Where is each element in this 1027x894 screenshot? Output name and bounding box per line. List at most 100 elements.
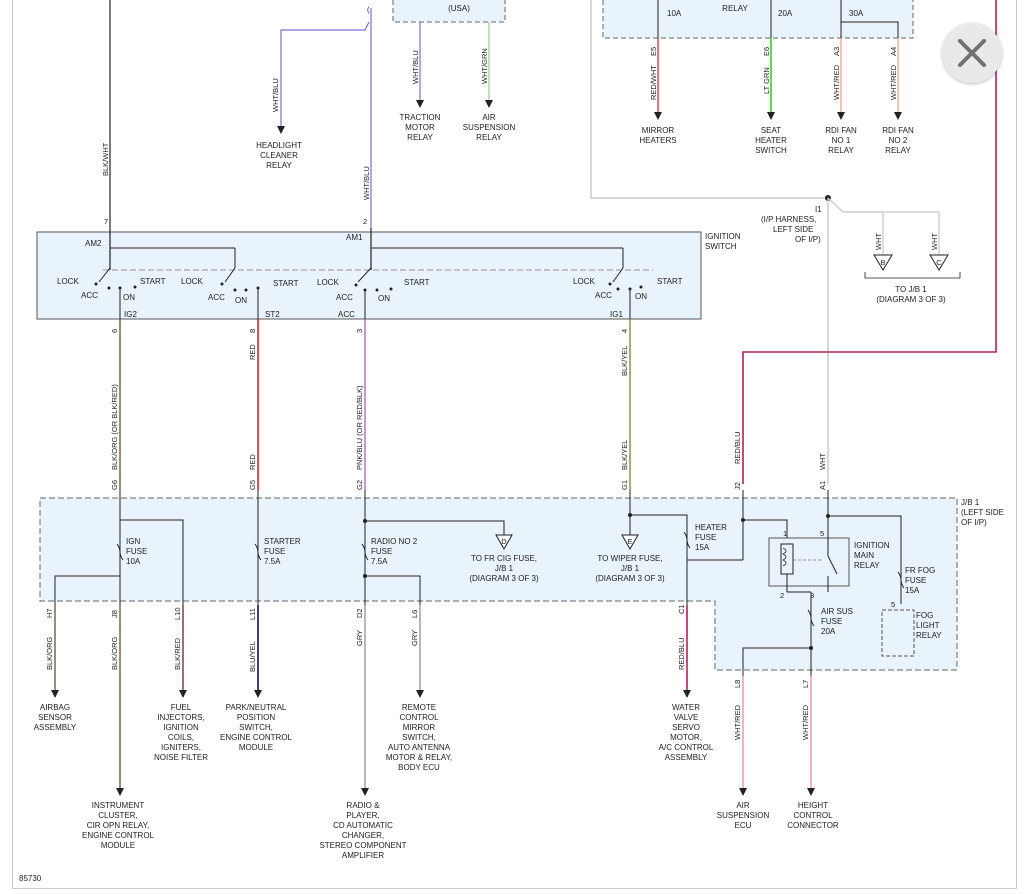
wire-label-seat: LT GRN	[762, 67, 771, 94]
radio-fuse-2: FUSE	[371, 547, 392, 556]
wire-label-red-2: RED	[248, 454, 257, 470]
load-headlight-1: HEADLIGHT	[256, 141, 302, 150]
diagram-page: (USA) RELAY 10A 20A 30A BLK/WHT 7 ( WHT/…	[12, 0, 1017, 889]
wire-label-red-1: RED	[248, 344, 257, 360]
wire-red-blu-j2	[742, 0, 997, 484]
out-l11-5: MODULE	[239, 743, 273, 752]
out-l6-3: MIRROR	[403, 723, 436, 732]
out-j8-2: CLUSTER,	[98, 811, 138, 820]
out-c1-1: WATER	[672, 703, 700, 712]
fuse-30a-label: 30A	[849, 9, 864, 18]
pin-l10: L10	[173, 607, 182, 620]
load-rdi2-3: RELAY	[885, 146, 911, 155]
load-traction-1: TRACTION	[400, 113, 441, 122]
air-sus-fuse-amps: 20A	[821, 627, 836, 636]
out-l7-3: CONNECTOR	[787, 821, 839, 830]
relay-ign-3: RELAY	[854, 561, 880, 570]
wire-label-mirror: RED/WHT	[649, 65, 658, 100]
arrow-rdi-1	[837, 112, 845, 120]
junction-block-box	[39, 497, 958, 671]
fog-fuse-1: FR FOG	[905, 566, 935, 575]
ref-d-2: J/B 1	[495, 564, 514, 573]
connector-e-label: E	[627, 537, 632, 546]
out-l8-1: AIR	[736, 801, 750, 810]
fuse-10a-label: 10A	[667, 9, 682, 18]
wire-label-l10: BLK/RED	[173, 637, 182, 670]
splice-to-2: (DIAGRAM 3 OF 3)	[876, 295, 946, 304]
ref-d-1: TO FR CIG FUSE,	[471, 554, 537, 563]
fog-fuse-2: FUSE	[905, 576, 926, 585]
out-d2-5: STEREO COMPONENT	[319, 841, 406, 850]
starter-fuse-1: STARTER	[264, 537, 301, 546]
fog-light-relay	[881, 609, 915, 657]
sw3-on: ON	[378, 294, 390, 303]
relay-pin-3: 3	[810, 591, 814, 600]
out-l7-2: CONTROL	[793, 811, 833, 820]
diagram-id: 85730	[19, 874, 42, 883]
starter-fuse-symbol	[254, 543, 262, 561]
load-traction-2: MOTOR	[405, 123, 435, 132]
pin-4: 4	[620, 329, 629, 333]
wiring-diagram: (USA) RELAY 10A 20A 30A BLK/WHT 7 ( WHT/…	[19, 0, 1004, 883]
out-d2-2: PLAYER,	[346, 811, 379, 820]
connector-e	[621, 534, 639, 551]
close-button[interactable]	[942, 23, 1002, 83]
fog-relay-1: FOG	[916, 611, 933, 620]
connector-d-label: D	[501, 537, 507, 546]
out-l8-2: SUSPENSION	[717, 811, 770, 820]
connector-c-label: C	[936, 258, 942, 267]
pin-g5: G5	[248, 480, 257, 490]
pin-g1: G1	[620, 480, 629, 490]
arrow-traction	[416, 100, 424, 108]
starter-fuse-2: FUSE	[264, 547, 285, 556]
out-l6-5: AUTO ANTENNA	[388, 743, 451, 752]
sw3-lock: LOCK	[317, 278, 339, 287]
heater-fuse-1: HEATER	[695, 523, 727, 532]
connector-d	[495, 534, 513, 551]
wire-label-air-susp-relay: WHT/GRN	[480, 48, 489, 84]
fog-fuse-symbol	[897, 571, 905, 589]
pin-e5: E5	[649, 47, 658, 56]
heater-fuse-symbol	[683, 531, 691, 549]
out-l7-1: HEIGHT	[798, 801, 828, 810]
fog-relay-pin: 5	[891, 600, 895, 609]
sw4-on: ON	[635, 292, 647, 301]
sw1-lock: LOCK	[57, 277, 79, 286]
wire-label-h7: BLK/ORG	[45, 636, 54, 670]
arrow-rdi-2	[894, 112, 902, 120]
out-c1-3: SERVO	[672, 723, 700, 732]
pin-l6: L6	[410, 610, 419, 618]
load-seat-2: HEATER	[755, 136, 787, 145]
load-headlight-2: CLEANER	[260, 151, 298, 160]
pin-g6: G6	[110, 480, 119, 490]
relay-label: RELAY	[722, 4, 748, 13]
out-l11-1: PARK/NEUTRAL	[226, 703, 287, 712]
out-j8-3: CIR OPN RELAY,	[87, 821, 149, 830]
wire-wht-to-c	[843, 211, 940, 255]
wire-label-c1: RED/BLU	[677, 637, 686, 670]
out-c1-5: A/C CONTROL	[659, 743, 714, 752]
fog-relay-2: LIGHT	[916, 621, 940, 630]
arrow-headlight	[277, 126, 285, 134]
sw4-acc: ACC	[595, 291, 612, 300]
out-l10-6: NOISE FILTER	[154, 753, 208, 762]
arrow-air-susp-relay	[485, 100, 493, 108]
wire-label-rdi-1: WHT/RED	[832, 64, 841, 100]
wire-label-l6: GRY	[410, 630, 419, 646]
arrow-seat	[767, 112, 775, 120]
wire-label-wht-c: WHT	[930, 233, 939, 250]
load-rdi1-3: RELAY	[828, 146, 854, 155]
sw2-on: ON	[235, 296, 247, 305]
pin-d2: D2	[355, 608, 364, 618]
pin-7: 7	[104, 217, 108, 226]
out-l10-5: IGNITERS,	[161, 743, 201, 752]
out-l10-2: INJECTORS,	[157, 713, 204, 722]
load-air-susp-relay-3: RELAY	[476, 133, 502, 142]
out-l10-1: FUEL	[171, 703, 192, 712]
wire-label-blk-org: BLK/ORG (OR BLK/RED)	[110, 384, 119, 470]
out-l10-3: IGNITION	[163, 723, 199, 732]
jb-title-1: J/B 1	[961, 498, 980, 507]
am1-label: AM1	[346, 233, 363, 242]
ignition-switch-title-1: IGNITION	[705, 232, 741, 241]
wire-label-wht-blu-am1: WHT/BLU	[362, 166, 371, 200]
